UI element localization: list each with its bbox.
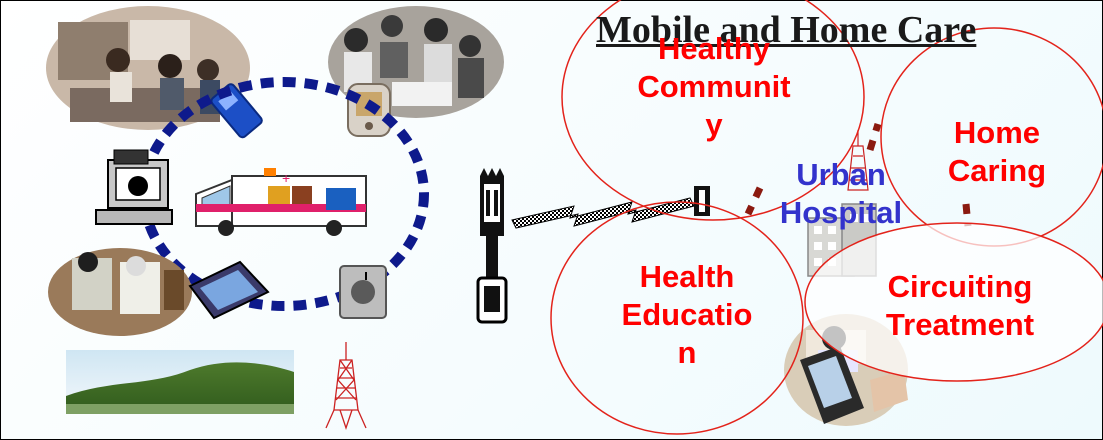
projector-icon xyxy=(339,265,387,319)
tablet-device-icon xyxy=(188,260,270,320)
elderly-couple-photo xyxy=(48,248,192,336)
urban-hospital-label: Urban Hospital xyxy=(779,157,903,230)
home-caring-label: Home Caring xyxy=(947,115,1047,188)
market-photo xyxy=(46,6,250,130)
svg-text:+: + xyxy=(282,170,290,186)
health-education-label: Health Educatio n xyxy=(621,259,753,370)
videophone-terminal-icon xyxy=(95,149,173,225)
community-bubble xyxy=(561,0,865,221)
community-label: Healthy Communit y xyxy=(637,31,791,142)
cell-tower-icon xyxy=(476,168,508,324)
transmission-tower-icon xyxy=(325,342,367,431)
circuiting-treatment-bubble xyxy=(804,222,1103,382)
landscape-photo xyxy=(66,350,294,414)
page-title: Mobile and Home Care xyxy=(596,9,977,51)
ambulance-icon: + xyxy=(195,168,367,236)
care-links xyxy=(744,122,972,227)
health-education-bubble xyxy=(550,201,804,435)
circuiting-treatment-label: Circuiting Treatment xyxy=(885,269,1035,342)
